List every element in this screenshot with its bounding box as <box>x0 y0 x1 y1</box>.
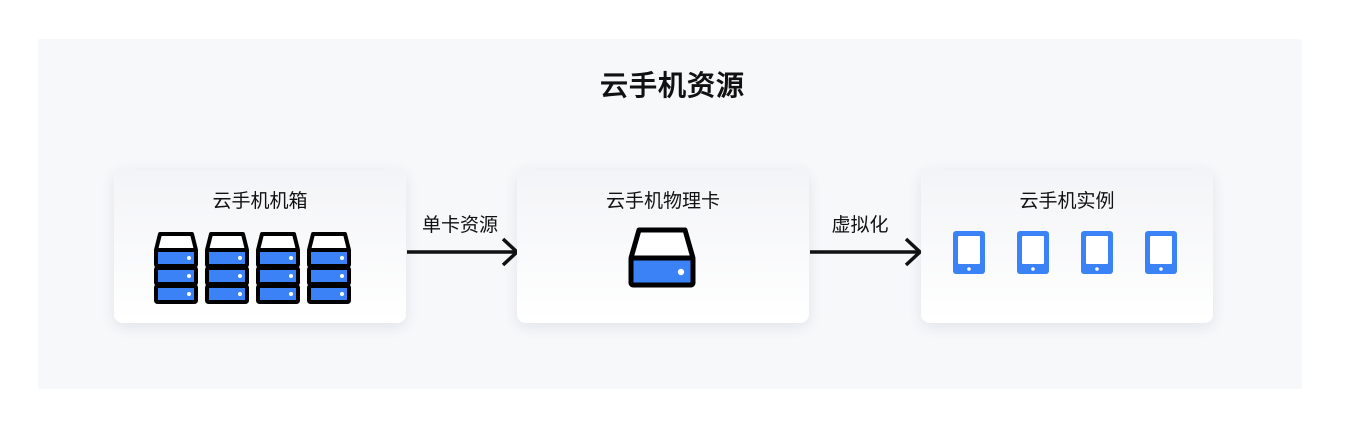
phone-icon <box>953 231 985 274</box>
node-chassis: 云手机机箱 <box>114 169 406 323</box>
phone-icon <box>1145 231 1177 274</box>
edge-card-instances-label: 虚拟化 <box>831 214 889 236</box>
phone-icon <box>1081 231 1113 274</box>
server-rack-icon <box>154 232 198 304</box>
phone-icon-group <box>953 231 1177 274</box>
arrow-right-icon <box>810 237 923 267</box>
server-rack-icon <box>205 232 249 304</box>
node-instances: 云手机实例 <box>921 169 1213 323</box>
phone-icon <box>1017 231 1049 274</box>
node-card-label: 云手机物理卡 <box>605 190 720 212</box>
server-rack-icon <box>307 232 351 304</box>
node-chassis-label: 云手机机箱 <box>212 190 308 212</box>
arrow-right-icon <box>407 237 520 267</box>
diagram-title: 云手机资源 <box>599 69 745 102</box>
hard-drive-icon <box>628 227 696 288</box>
edge-chassis-card-label: 单卡资源 <box>421 214 498 236</box>
server-rack-icon-group <box>154 232 351 304</box>
node-instances-label: 云手机实例 <box>1019 190 1115 212</box>
node-card: 云手机物理卡 <box>517 169 809 323</box>
server-rack-icon <box>256 232 300 304</box>
